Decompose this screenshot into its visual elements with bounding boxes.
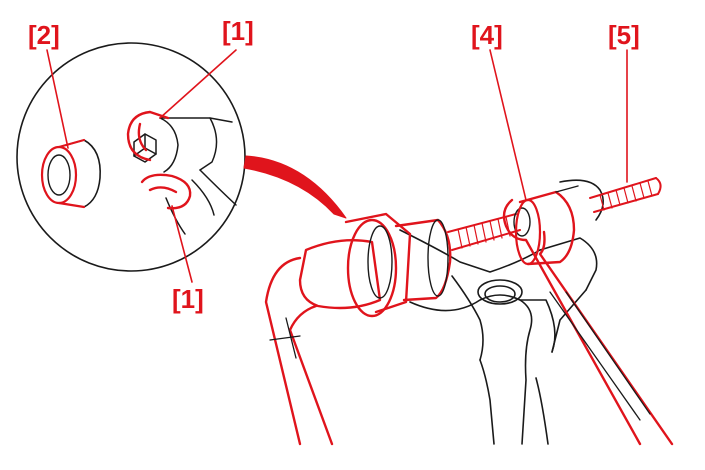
callout-2: [2] [28, 20, 60, 50]
threaded-rod [447, 177, 662, 251]
split-ring-lower [140, 173, 192, 210]
leader-lines [46, 49, 628, 283]
bushing-part [40, 138, 101, 209]
leader-c1-top [159, 49, 237, 119]
press-collar-right [514, 185, 579, 266]
callout-1-bottom: [1] [172, 284, 204, 314]
split-ring-upper [126, 110, 170, 162]
press-collar-left [394, 218, 452, 302]
head-tube-detail [133, 117, 237, 235]
detail-circle [16, 42, 246, 272]
callout-4: [4] [471, 20, 503, 50]
fork-legs [264, 256, 334, 446]
detail-connector [243, 155, 347, 219]
wrench [502, 198, 674, 446]
detail-view [16, 42, 347, 272]
callout-5: [5] [608, 20, 640, 50]
leader-c4 [489, 49, 527, 201]
leader-c2 [46, 49, 69, 149]
upper-bearing-cup [298, 212, 412, 318]
leader-c1-bottom [171, 205, 193, 283]
callout-1-top: [1] [222, 16, 254, 46]
